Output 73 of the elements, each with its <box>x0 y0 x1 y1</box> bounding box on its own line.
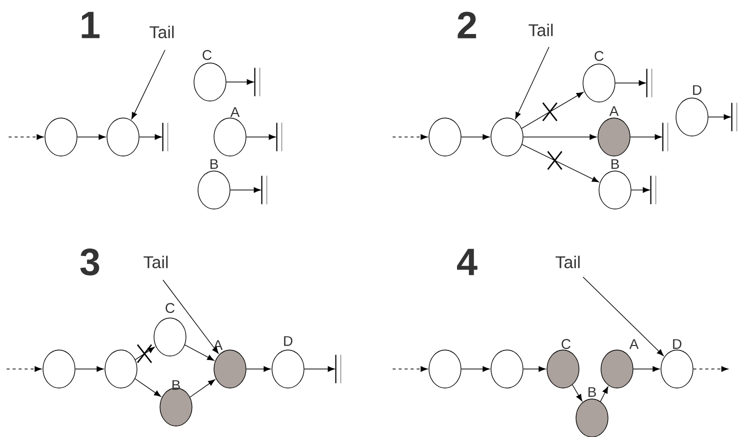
arrow <box>75 366 104 372</box>
terminator-bar <box>662 122 668 152</box>
arrow <box>139 134 162 140</box>
node-label: B <box>611 159 619 169</box>
arrow <box>77 134 106 140</box>
state-circle <box>428 350 462 388</box>
terminator-bar <box>254 68 260 96</box>
node-label: D <box>693 85 702 95</box>
arrow <box>461 366 490 372</box>
arrow <box>630 134 662 140</box>
arrow <box>230 187 261 193</box>
state-circle <box>428 118 462 156</box>
arrow <box>600 386 608 402</box>
node-label: A <box>609 106 619 116</box>
arrow <box>134 346 155 360</box>
state-circle <box>490 118 524 156</box>
node-label: B <box>172 380 180 390</box>
node-label: B <box>210 159 218 169</box>
leader-arrow <box>162 280 219 354</box>
arrow <box>392 366 428 372</box>
arrow <box>6 366 42 372</box>
step-number: 3 <box>80 248 100 276</box>
node-label: D <box>673 339 682 349</box>
leader-arrow <box>582 276 664 356</box>
terminator-bar <box>646 68 652 98</box>
arrow <box>246 134 276 140</box>
node-label: B <box>588 387 596 397</box>
leader-arrow <box>515 46 550 120</box>
step-number: 4 <box>457 248 478 276</box>
arrow <box>190 379 216 398</box>
arrow <box>184 344 214 361</box>
node-label: C <box>202 50 212 60</box>
state-circle <box>104 350 138 388</box>
step-number: 1 <box>82 12 100 38</box>
arrow <box>226 79 254 85</box>
arrow <box>392 134 428 140</box>
arrow <box>134 378 162 397</box>
terminator-bar <box>162 122 168 152</box>
tail-label: Tail <box>528 24 553 36</box>
state-circle <box>106 118 140 156</box>
arrow <box>246 366 271 372</box>
node-label: C <box>562 339 571 349</box>
arrow <box>523 366 546 372</box>
terminator-bar <box>650 176 656 204</box>
step-number: 2 <box>458 12 476 38</box>
state-circle <box>44 118 78 156</box>
terminator-bar <box>261 176 268 204</box>
tail-label: Tail <box>144 256 168 268</box>
state-circle <box>42 350 76 388</box>
terminator-bar <box>335 354 342 384</box>
leader-arrow <box>131 50 166 120</box>
tail-label: Tail <box>150 26 174 38</box>
arrow <box>461 134 490 140</box>
arrow <box>572 384 582 402</box>
arrow <box>8 134 44 140</box>
arrow <box>631 187 650 193</box>
arrow <box>615 80 646 86</box>
node-label: A <box>629 339 639 349</box>
arrow <box>693 366 728 372</box>
tail-label: Tail <box>556 256 580 268</box>
state-circle <box>490 350 524 388</box>
arrow <box>521 92 584 129</box>
terminator-bar <box>731 102 738 132</box>
node-label: C <box>166 303 175 313</box>
terminator-bar <box>276 122 282 152</box>
node-label: A <box>230 107 240 117</box>
node-label: C <box>594 51 604 61</box>
arrow <box>522 144 599 182</box>
arrow <box>633 366 660 372</box>
node-label: D <box>284 336 292 346</box>
arrow <box>523 134 597 140</box>
arrow <box>304 366 335 372</box>
arrow <box>708 114 731 120</box>
